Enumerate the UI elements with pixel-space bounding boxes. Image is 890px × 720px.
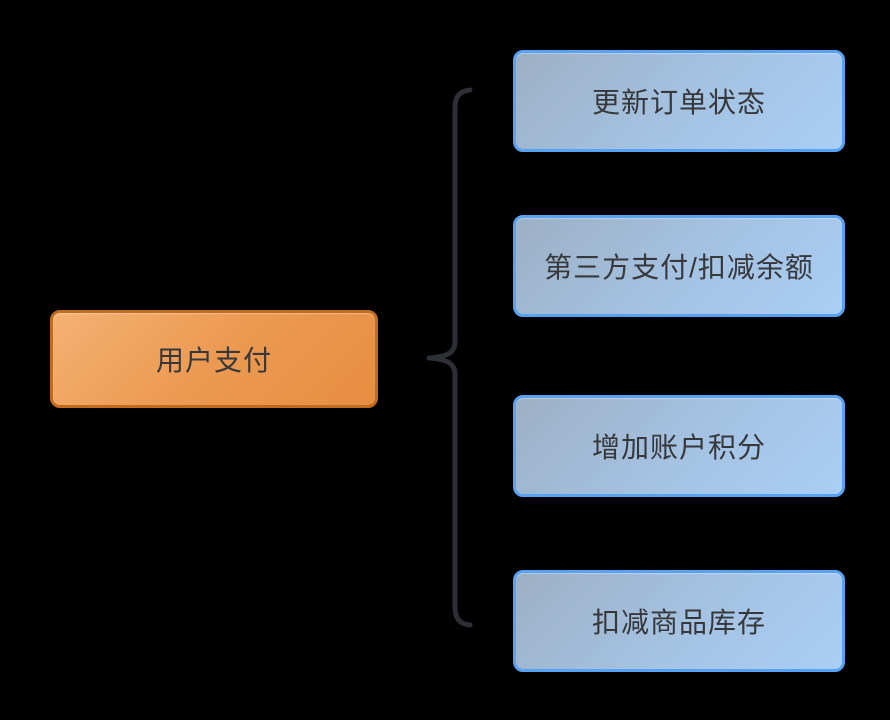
brace-path [426,87,473,628]
node-user-payment-label: 用户支付 [155,345,272,376]
node-third-party-payment: 第三方支付/扣减余额 [513,215,845,317]
node-update-order-status: 更新订单状态 [513,50,845,152]
node-add-account-points: 增加账户积分 [513,395,845,497]
node-deduct-inventory: 扣减商品库存 [513,570,845,672]
node-third-party-payment-label: 第三方支付/扣减余额 [544,252,814,283]
node-update-order-status-label: 更新订单状态 [591,87,766,118]
node-deduct-inventory-label: 扣减商品库存 [591,607,766,638]
node-add-account-points-label: 增加账户积分 [591,432,766,463]
node-user-payment: 用户支付 [50,310,378,408]
